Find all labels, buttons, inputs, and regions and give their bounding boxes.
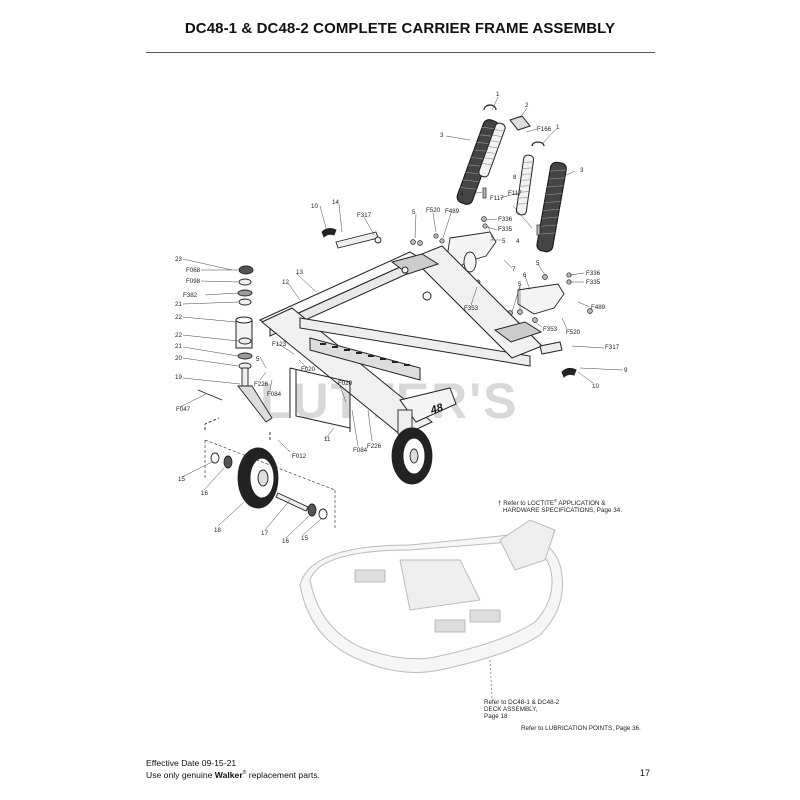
callout-16-left: 16 (201, 490, 208, 497)
footer-genuine-pre: Use only genuine (146, 769, 215, 780)
callout-21-lower: 21 (175, 343, 182, 350)
wheel-right-assembly (391, 409, 433, 485)
callout-14: 14 (332, 199, 339, 206)
carrier-frame (235, 245, 563, 437)
callout-F335-lower: F335 (586, 279, 601, 286)
callout-F084-right: F084 (353, 447, 368, 454)
pivot-handle-lower (561, 367, 577, 378)
callout-23: 23 (175, 256, 182, 263)
callout-17: 17 (261, 530, 268, 537)
loctite-reg-mark: ® (554, 498, 557, 503)
footer-brand: Walker (214, 769, 243, 780)
deck-ghost (299, 519, 563, 699)
callout-5-e: 5 (256, 356, 260, 363)
footer-effective-date: Effective Date 09-15-21 (146, 758, 237, 768)
callout-F084-left: F084 (267, 391, 282, 398)
title-rule (146, 52, 655, 53)
callout-labels: 1 2 3 F166 1 8 3 4 F117 F117 4 10 14 F31… (175, 91, 628, 545)
loctite-note: † Refer to LOCTITE® APPLICATION & HARDWA… (498, 497, 622, 515)
callout-F047: F047 (176, 406, 191, 413)
callout-F335-upper: F335 (498, 226, 513, 233)
callout-21-upper: 21 (175, 301, 182, 308)
callout-22-lower: 22 (175, 332, 182, 339)
callout-9: 9 (624, 367, 628, 374)
leader-lines (179, 96, 624, 539)
callout-F098: F098 (186, 278, 201, 285)
callout-F382: F382 (183, 292, 198, 299)
callout-15-left: 15 (178, 476, 185, 483)
callout-F317-upper: F317 (357, 212, 372, 219)
callout-F336-upper: F336 (498, 216, 513, 223)
footer-genuine-post: replacement parts. (246, 769, 320, 780)
footer-genuine-parts: Use only genuine Walker® replacement par… (146, 768, 320, 780)
callout-22-upper: 22 (175, 314, 182, 321)
callout-F226-left: F226 (254, 381, 269, 388)
deck-note-line1: Refer to DC48-1 & DC48-2 (484, 699, 560, 706)
callout-5-a: 5 (412, 209, 416, 216)
callout-1-top: 1 (496, 91, 500, 98)
frame-badge: 48 (428, 401, 445, 417)
caster-stack-left (197, 265, 273, 423)
callout-F123: F123 (272, 341, 287, 348)
lubrication-note: Refer to LUBRICATION POINTS, Page 36. (521, 725, 641, 732)
footer-reg-mark: ® (242, 770, 247, 776)
callout-20: 20 (175, 355, 182, 362)
callout-F353-right: F353 (543, 326, 558, 333)
callout-10-lower: 10 (592, 383, 599, 390)
callout-F117-right: F117 (508, 190, 522, 197)
callout-F020-upper: F020 (301, 366, 316, 373)
callout-1-right: 1 (556, 124, 560, 131)
spring-assembly-right (509, 115, 567, 253)
callout-4-left: 4 (460, 191, 464, 198)
wheel-left-assembly (204, 417, 336, 530)
callout-F117-left: F117 (490, 195, 504, 202)
callout-F489-upper: F489 (445, 208, 460, 215)
pivot-arm-front (445, 231, 565, 315)
deck-note: Refer to DC48-1 & DC48-2 DECK ASSEMBLY, … (484, 699, 559, 721)
callout-5-c: 5 (536, 260, 540, 267)
callout-3-left: 3 (440, 132, 444, 139)
loctite-note-line1: † Refer to LOCTITE (498, 500, 554, 508)
callout-15-right: 15 (301, 535, 308, 542)
callout-8: 8 (513, 174, 517, 181)
callout-F020-lower: F020 (338, 380, 353, 387)
callout-F520-lower: F520 (566, 329, 581, 336)
callout-F489-lower: F489 (591, 304, 606, 311)
callout-3-right: 3 (580, 167, 584, 174)
deck-note-line2: DECK ASSEMBLY, (484, 706, 538, 714)
loctite-note-line1b: APPLICATION & (556, 500, 606, 508)
callout-5-b: 5 (502, 238, 506, 245)
callout-12: 12 (282, 279, 289, 286)
page-title: DC48-1 & DC48-2 COMPLETE CARRIER FRAME A… (184, 20, 616, 37)
callout-F166: F166 (537, 126, 552, 133)
callout-F520-upper: F520 (426, 207, 441, 214)
callout-16-right: 16 (282, 538, 289, 545)
callout-10-upper: 10 (311, 203, 318, 210)
callout-18: 18 (214, 527, 221, 534)
callout-4-right: 4 (516, 238, 520, 245)
callout-5-d: 5 (518, 281, 522, 288)
callout-19: 19 (175, 374, 182, 381)
callout-6: 6 (523, 272, 527, 279)
callout-F012: F012 (292, 453, 307, 460)
callout-F353-left: F353 (464, 305, 479, 312)
page-number: 17 (640, 768, 651, 778)
callout-11: 11 (324, 436, 331, 443)
callout-2: 2 (525, 102, 529, 109)
deck-note-line3: Page 18 (484, 713, 508, 721)
callout-F336-lower: F336 (586, 270, 601, 277)
callout-F317-lower: F317 (605, 344, 620, 351)
callout-F226-right: F226 (367, 443, 382, 450)
loctite-note-line2: HARDWARE SPECIFICATIONS, Page 34. (503, 507, 622, 515)
callout-F068: F068 (186, 267, 201, 274)
pivot-pin-upper (321, 227, 382, 249)
callout-13: 13 (296, 269, 303, 276)
spring-assembly-left (456, 104, 506, 205)
callout-7: 7 (512, 266, 516, 273)
